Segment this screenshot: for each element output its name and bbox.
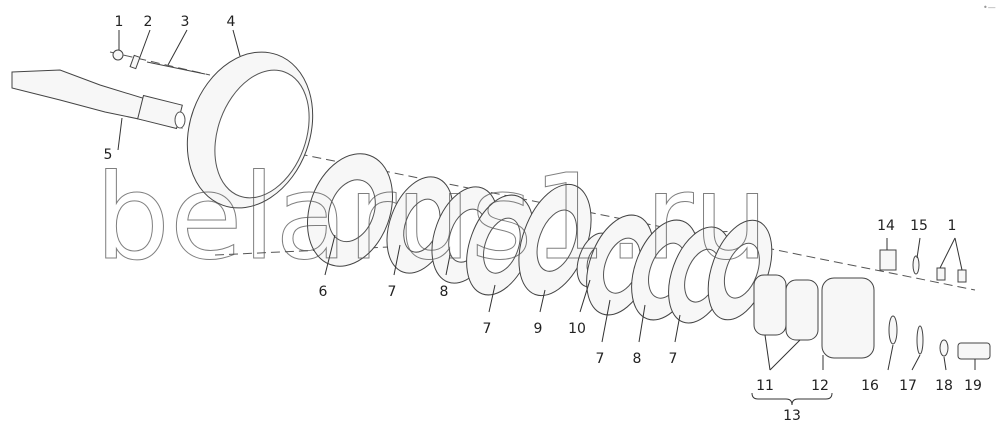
housing-bore — [214, 69, 310, 199]
leader-line — [167, 29, 188, 66]
callout-c13: 13 — [783, 408, 801, 424]
leader-line — [232, 29, 241, 57]
leader-line — [911, 354, 921, 371]
leader-line — [943, 356, 947, 371]
bolt — [129, 54, 141, 70]
callout-c19: 19 — [964, 378, 982, 394]
callout-c11: 11 — [756, 378, 774, 394]
leader-line — [539, 289, 546, 313]
callout-c9: 9 — [534, 321, 543, 337]
callout-c6: 6 — [319, 284, 328, 300]
leader-line — [887, 344, 894, 371]
callout-c1b: 1 — [948, 218, 957, 234]
callout-c14: 14 — [877, 218, 895, 234]
nut — [112, 49, 124, 61]
leader-line — [939, 237, 956, 269]
callout-c18: 18 — [935, 378, 953, 394]
leader-line — [674, 314, 681, 343]
callout-c4: 4 — [227, 14, 236, 30]
callout-c17: 17 — [899, 378, 917, 394]
callout-c7b: 7 — [483, 321, 492, 337]
callout-c16: 16 — [861, 378, 879, 394]
leader-line — [445, 254, 451, 276]
end-bolt — [957, 342, 991, 360]
leader-line — [769, 339, 801, 371]
back-plate-hole — [723, 242, 760, 299]
callout-c7d: 7 — [669, 351, 678, 367]
callout-c15: 15 — [910, 218, 928, 234]
pin-rod — [146, 61, 206, 75]
spring — [879, 249, 897, 271]
callout-c1: 1 — [115, 14, 124, 30]
leader-line — [638, 304, 646, 343]
pressure-plate-hub-hole — [328, 179, 376, 243]
leader-line — [916, 237, 921, 259]
lock-ring — [916, 325, 924, 355]
leader-line — [324, 234, 336, 276]
parts-drawing — [11, 49, 991, 360]
intermediate-plate-hole — [536, 209, 578, 272]
washer-small — [939, 339, 949, 357]
leader-line — [764, 334, 771, 371]
callout-c3: 3 — [181, 14, 190, 30]
seal-ring — [888, 315, 898, 345]
nut-right — [957, 269, 967, 283]
callout-c8a: 8 — [440, 284, 449, 300]
nut-right — [936, 267, 946, 281]
leader-line — [601, 299, 611, 343]
callout-c8b: 8 — [633, 351, 642, 367]
callout-c5: 5 — [104, 147, 113, 163]
shaft-end — [174, 111, 186, 129]
leader-line — [139, 29, 151, 58]
friction-disc-hole — [483, 217, 521, 274]
callout-c12: 12 — [811, 378, 829, 394]
leader-line — [393, 244, 401, 276]
group-bracket — [751, 392, 833, 406]
washer — [912, 255, 920, 275]
corner-mark: •— — [983, 3, 996, 12]
callout-c7a: 7 — [388, 284, 397, 300]
callout-c7c: 7 — [596, 351, 605, 367]
callout-c2: 2 — [144, 14, 153, 30]
sleeve — [821, 277, 875, 359]
watermark: belarus1.ru — [95, 148, 768, 286]
leader-line — [488, 284, 496, 313]
callout-c10: 10 — [568, 321, 586, 337]
bushing — [785, 279, 819, 341]
leader-line — [954, 237, 963, 271]
leader-line — [117, 117, 123, 151]
leader-line — [579, 279, 591, 313]
